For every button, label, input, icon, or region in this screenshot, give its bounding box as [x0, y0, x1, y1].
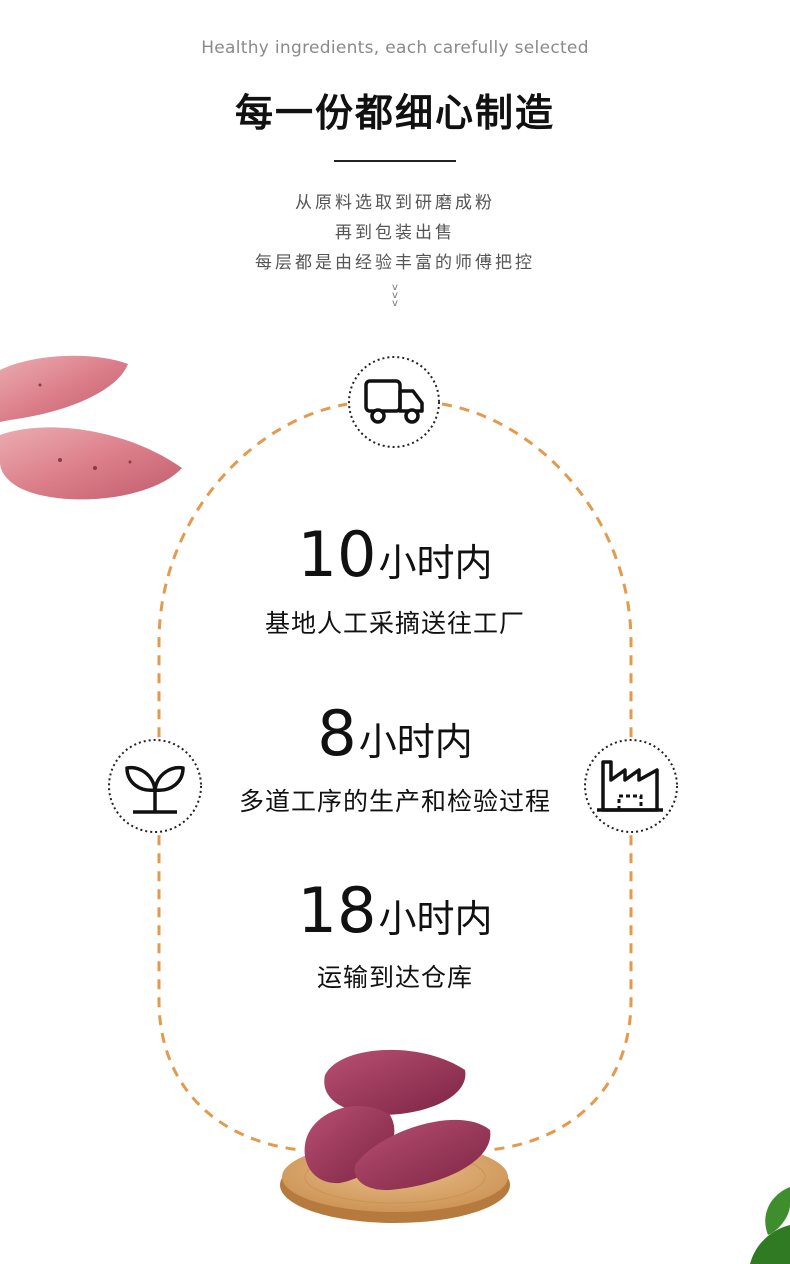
sweet-potato-board-image: [280, 1049, 510, 1223]
stage-1-description: 基地人工采摘送往工厂: [264, 609, 525, 638]
intro-line-1: 从原料选取到研磨成粉: [295, 193, 495, 213]
stage-1-number: 10: [297, 518, 377, 591]
scroll-chevrons-icon: v v v: [392, 282, 398, 309]
stage-2-unit: 小时内: [358, 720, 473, 764]
stage-3-description: 运输到达仓库: [316, 963, 473, 992]
stage-2-number: 8: [317, 697, 357, 770]
stage-1-duration: 10小时内: [0, 524, 790, 587]
stage-2-description: 多道工序的生产和检验过程: [238, 787, 551, 816]
sprout-icon: [108, 739, 202, 833]
stage-3-number: 18: [297, 874, 377, 947]
stage-2-duration: 8小时内: [0, 703, 790, 766]
sprout-badge: [107, 738, 203, 834]
page-title: 每一份都细心制造: [234, 91, 555, 135]
factory-icon: [584, 739, 678, 833]
delivery-badge: [347, 355, 441, 449]
leaf-decoration-bottom-right: [750, 1187, 790, 1264]
intro-line-3: 每层都是由经验丰富的师傅把控: [255, 253, 535, 273]
stage-3-unit: 小时内: [378, 897, 493, 941]
intro-line-2: 再到包装出售: [335, 223, 455, 243]
title-divider: [334, 160, 456, 162]
stage-1-unit: 小时内: [378, 541, 493, 585]
factory-badge: [583, 738, 679, 834]
delivery-truck-icon: [348, 356, 440, 448]
header-eyebrow: Healthy ingredients, each carefully sele…: [201, 38, 589, 58]
sweet-potato-decoration-top-left: [0, 355, 182, 500]
stage-3-duration: 18小时内: [0, 880, 790, 943]
